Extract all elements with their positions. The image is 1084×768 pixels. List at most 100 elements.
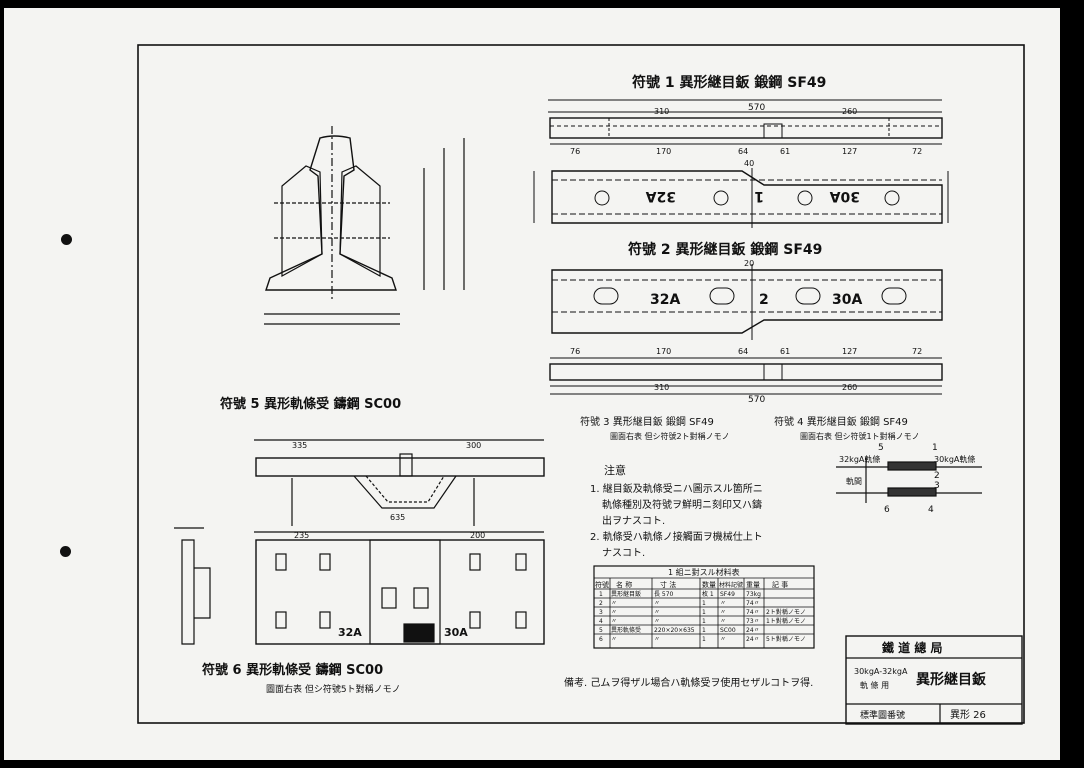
table-header: 材料記號	[719, 581, 743, 589]
table-cell: SC00	[720, 627, 736, 634]
table-cell: 長 570	[654, 591, 674, 598]
table-cell: 1	[702, 618, 706, 625]
plate-label-32a: 32A	[338, 626, 362, 639]
part6-title: 符號 6 異形軌條受 鑄鋼 SC00	[202, 662, 383, 678]
note-line: 1. 継目鈑及軌條受ニハ圖示スル箇所ニ	[590, 482, 763, 495]
table-cell: 3	[599, 609, 603, 616]
table-cell: 73kg	[746, 591, 761, 598]
dim-label: 310	[654, 107, 669, 116]
part4-title: 符號 4 異形継目鈑 鍛鋼 SF49	[774, 415, 908, 428]
dim-label: 300	[466, 441, 481, 450]
table-cell: 枚 1	[702, 590, 714, 598]
dim-label: 260	[842, 383, 857, 392]
dim-label: 335	[292, 441, 307, 450]
table-cell: 1	[702, 600, 706, 607]
table-cell: 73〃	[746, 618, 760, 625]
table-title: 1 組ニ對スル材料表	[668, 567, 740, 577]
materials-table	[593, 565, 815, 649]
table-cell: 74〃	[746, 609, 760, 616]
table-cell: 〃	[654, 600, 660, 607]
dim-label: 570	[748, 395, 765, 405]
table-cell: 1	[702, 609, 706, 616]
table-cell: 1	[599, 591, 603, 598]
dim-label: 76	[570, 147, 580, 156]
dim-label: 310	[654, 383, 669, 392]
table-header: 数量	[702, 580, 716, 589]
title-block-rail-use: 軌 條 用	[860, 680, 889, 690]
title-block-std-label: 標準圖番號	[860, 709, 905, 721]
part1-drawing	[533, 99, 949, 228]
table-cell: 5ト對稱ノモノ	[766, 635, 806, 643]
title-block-std-value: 異形 26	[950, 709, 986, 721]
table-cell: 1ト對稱ノモノ	[766, 617, 806, 625]
table-cell: 1	[702, 636, 706, 643]
dim-label: 170	[656, 147, 671, 156]
punch-hole	[61, 234, 72, 245]
part3-subtitle: 圖面右表 但シ符號2ト對稱ノモノ	[610, 431, 730, 441]
table-cell: 〃	[720, 600, 726, 607]
table-cell: 〃	[654, 618, 660, 625]
table-cell: 〃	[654, 636, 660, 643]
dim-label: 570	[748, 103, 765, 113]
part2-drawing	[549, 264, 943, 395]
table-cell: 〃	[611, 636, 617, 643]
plate-label-2: 2	[759, 292, 769, 308]
dim-label: 20	[744, 259, 754, 268]
table-header: 名 称	[616, 580, 632, 589]
plate-label-30a: 30A	[830, 188, 860, 204]
table-cell: 〃	[611, 618, 617, 625]
part1-title: 符號 1 異形継目鈑 鍛鋼 SF49	[631, 74, 826, 91]
dim-label: 200	[470, 531, 485, 540]
key-label-gauge: 軌間	[846, 476, 862, 486]
note-line: 軌條種別及符號ヲ鮮明ニ刻印又ハ鑄	[602, 498, 762, 511]
table-cell: 〃	[611, 609, 617, 616]
dim-label: 635	[390, 513, 405, 522]
key-number: 3	[934, 481, 940, 491]
drawing-border	[137, 44, 1025, 724]
table-cell: 220×20×635	[654, 627, 695, 634]
table-headers: 符號 名 称 寸 法 数量 材料記號 重量 記 事	[595, 580, 788, 589]
dim-label: 61	[780, 347, 790, 356]
key-number: 5	[878, 443, 884, 453]
plate-label-30a: 30A	[444, 626, 468, 639]
dim-label: 64	[738, 347, 748, 356]
part6-drawing	[174, 527, 545, 645]
dim-label: 72	[912, 147, 922, 156]
table-cell: 5	[599, 627, 603, 634]
title-block-rail-spec: 30kgA-32kgA	[854, 667, 908, 676]
dim-label: 127	[842, 347, 857, 356]
dim-label: 40	[744, 159, 754, 168]
table-cell: 〃	[720, 636, 726, 643]
part5-drawing	[254, 439, 545, 526]
plate-label-1: 1	[754, 188, 764, 204]
dim-label: 76	[570, 347, 580, 356]
key-number: 1	[932, 443, 938, 453]
table-cell: SF49	[720, 591, 735, 598]
rail-section-drawing	[264, 126, 465, 325]
table-header: 寸 法	[660, 580, 676, 589]
part3-title: 符號 3 異形継目鈑 鍛鋼 SF49	[580, 415, 714, 428]
note-line: ナスコト.	[602, 547, 645, 559]
part6-subtitle: 圖面右表 但シ符號5ト對稱ノモノ	[266, 683, 401, 695]
table-cell: 2	[599, 600, 603, 607]
part4-subtitle: 圖面右表 但シ符號1ト對稱ノモノ	[800, 431, 920, 441]
dim-label: 64	[738, 147, 748, 156]
table-cell: 〃	[654, 609, 660, 616]
drawing-canvas: 符號 1 異形継目鈑 鍛鋼 SF49 570 310 260 76 170 64…	[137, 44, 1025, 725]
table-cell: 〃	[720, 618, 726, 625]
part5-title: 符號 5 異形軌條受 鑄鋼 SC00	[220, 396, 401, 412]
table-header: 重量	[746, 581, 760, 589]
title-block	[845, 635, 1023, 725]
title-block-name: 異形継目鈑	[916, 671, 986, 688]
note-line: 出ヲナスコト.	[602, 514, 665, 527]
table-cell: 〃	[611, 600, 617, 607]
table-header: 符號	[595, 580, 609, 589]
key-number: 6	[884, 505, 890, 515]
table-cell: 4	[599, 618, 603, 625]
punch-hole	[60, 546, 71, 557]
part2-title: 符號 2 異形継目鈑 鍛鋼 SF49	[627, 241, 822, 258]
table-cell: 〃	[720, 609, 726, 616]
plate-label-32a: 32A	[646, 188, 676, 204]
remark-text: 備考. 己ムヲ得ザル場合ハ軌條受ヲ使用セザルコトヲ得.	[564, 676, 813, 689]
